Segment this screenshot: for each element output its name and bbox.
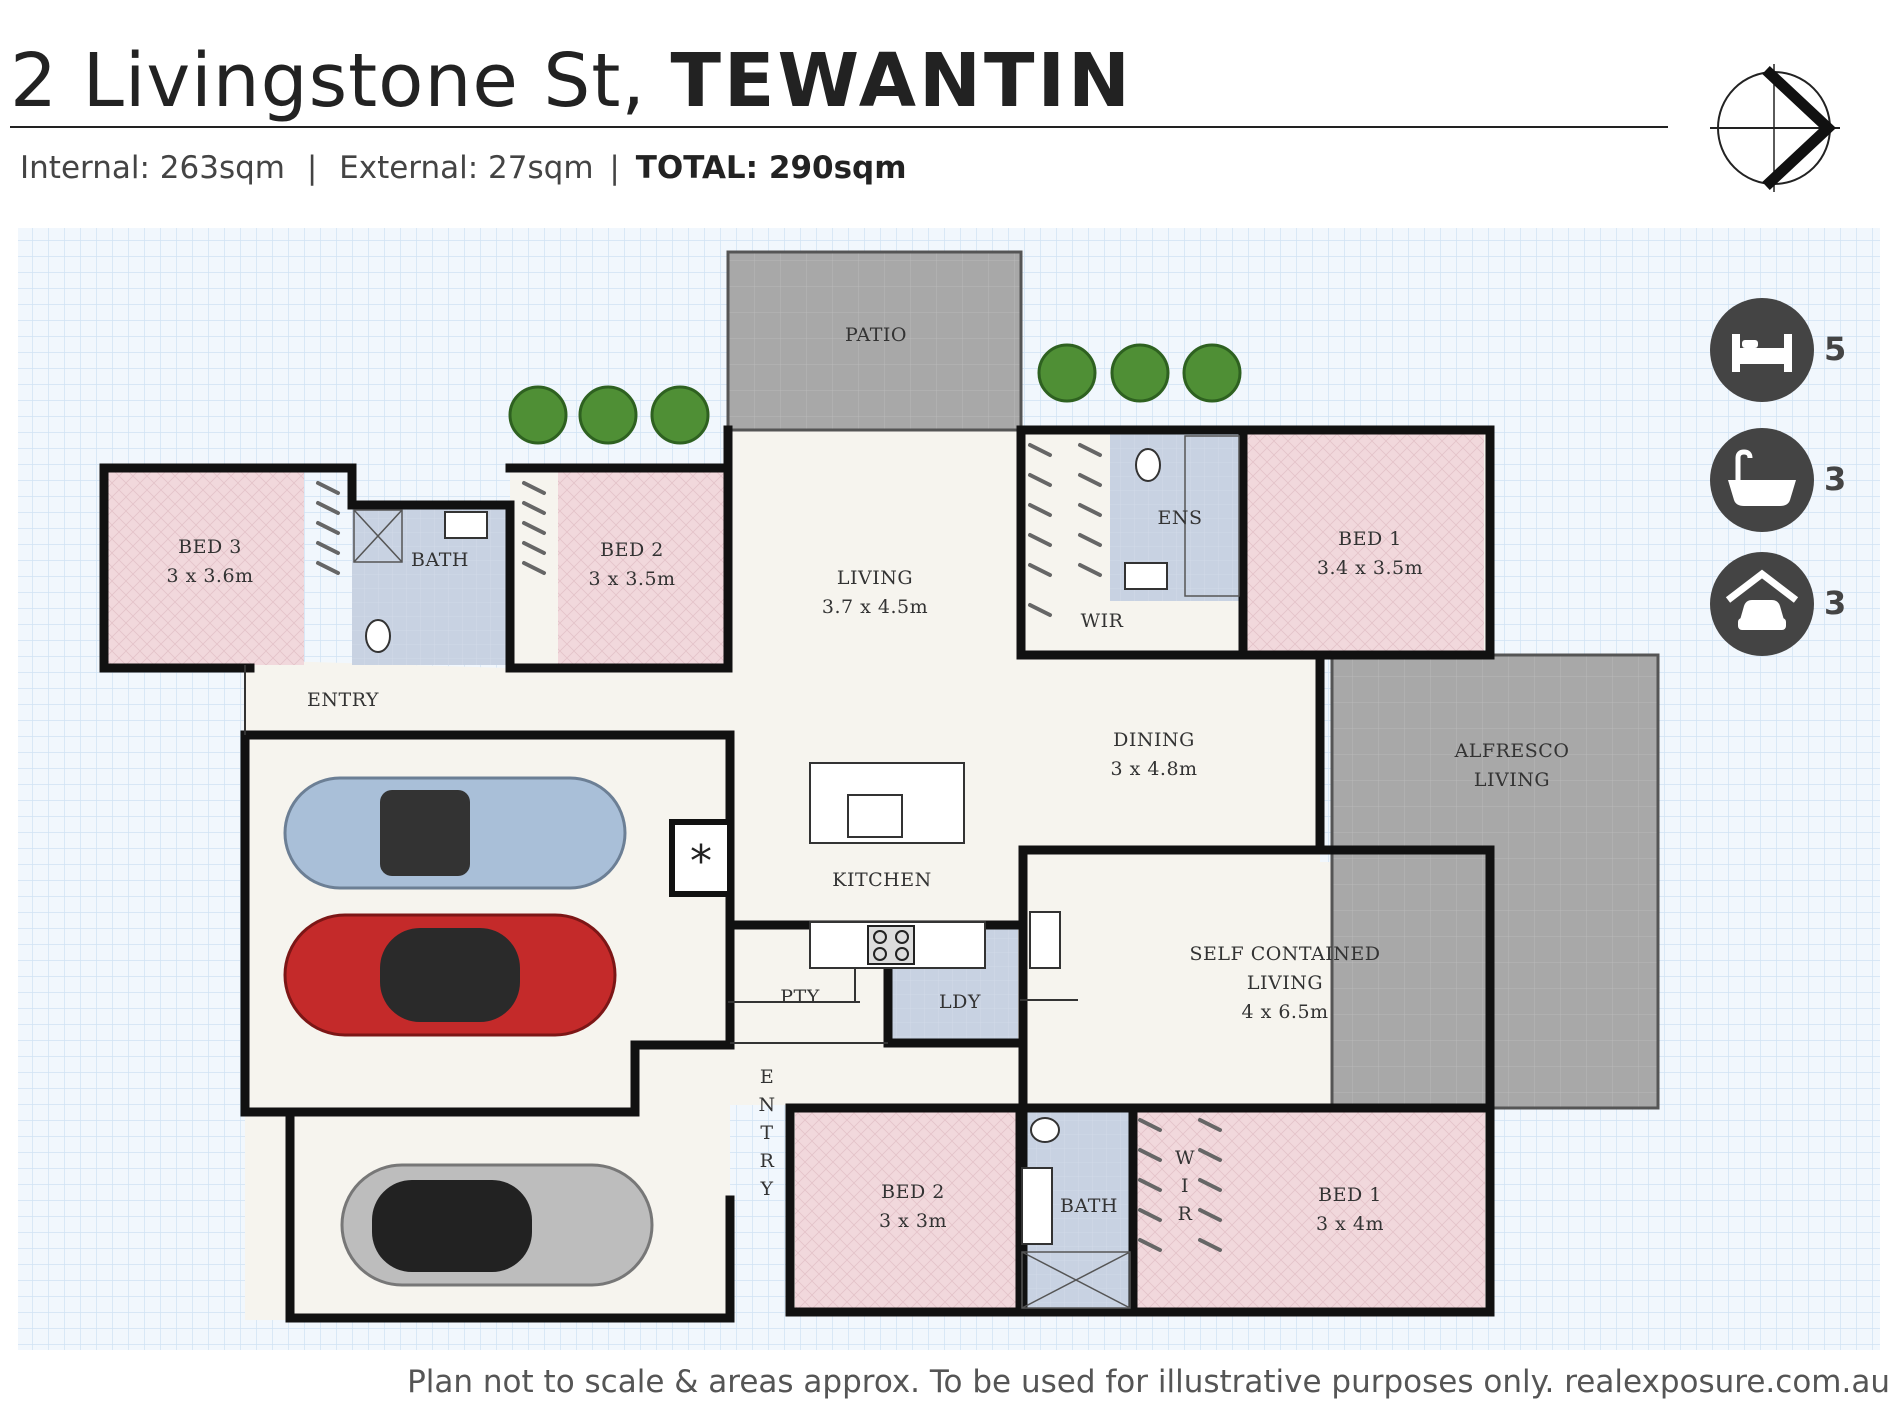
bedroom-count: 5 bbox=[1824, 330, 1847, 368]
bed1-bottom-label: BED 1 bbox=[1318, 1184, 1382, 1206]
basin-icon bbox=[444, 511, 1168, 1245]
title-underline bbox=[10, 126, 1668, 128]
patio-area bbox=[726, 250, 1023, 432]
footer-disclaimer: Plan not to scale & areas approx. To be … bbox=[407, 1364, 1890, 1400]
interior-lines bbox=[244, 665, 1078, 1044]
toilet-icon bbox=[365, 448, 1161, 1143]
living-size: 3.7 x 4.5m bbox=[822, 596, 928, 618]
wir-vertical-letter: W bbox=[1175, 1147, 1195, 1169]
wardrobe-icon bbox=[316, 443, 1222, 1252]
north-compass-icon bbox=[1710, 64, 1840, 192]
patio-label: PATIO bbox=[845, 324, 907, 346]
external-area: External: 27sqm bbox=[339, 150, 594, 186]
car-space-count: 3 bbox=[1824, 584, 1847, 622]
bathrooms-stat: 3 bbox=[1710, 428, 1880, 532]
car-icon bbox=[283, 776, 654, 1287]
area-summary: Internal: 263sqm | External: 27sqm | TOT… bbox=[20, 150, 907, 186]
alfresco-area bbox=[1330, 653, 1660, 1110]
entry-vertical-letter: Y bbox=[759, 1178, 773, 1200]
laundry-label: LDY bbox=[939, 991, 981, 1013]
bed2-top-room bbox=[558, 470, 728, 665]
wir-vertical-letter: R bbox=[1178, 1203, 1193, 1225]
self-contained-label-2: LIVING bbox=[1247, 972, 1323, 994]
dining-size: 3 x 4.8m bbox=[1110, 758, 1197, 780]
entry-vertical-letter: E bbox=[760, 1066, 774, 1088]
bathroom-count: 3 bbox=[1824, 460, 1847, 498]
dining-label: DINING bbox=[1113, 729, 1195, 751]
wir-top-label: WIR bbox=[1081, 610, 1124, 632]
entry-vertical-letter: T bbox=[760, 1122, 773, 1144]
bed3-size: 3 x 3.6m bbox=[166, 565, 253, 587]
alfresco-label-2: LIVING bbox=[1474, 769, 1550, 791]
internal-area: Internal: 263sqm bbox=[20, 150, 285, 186]
bed1-top-size: 3.4 x 3.5m bbox=[1317, 557, 1423, 579]
suburb-name: TEWANTIN bbox=[670, 38, 1133, 124]
bathtub-icon bbox=[1710, 428, 1814, 532]
cooktop-icon bbox=[867, 925, 915, 965]
page-title: 2 Livingstone St, TEWANTIN bbox=[10, 44, 1133, 118]
shower-icon bbox=[353, 435, 1240, 1309]
alfresco-label: ALFRESCO bbox=[1454, 740, 1570, 762]
street-address: 2 Livingstone St, bbox=[10, 38, 646, 124]
self-contained-size: 4 x 6.5m bbox=[1241, 1001, 1328, 1023]
bath-top-label: BATH bbox=[411, 549, 469, 571]
bed3-room bbox=[104, 470, 304, 665]
bed2-bottom-room bbox=[795, 1110, 1020, 1308]
entry-vertical-letter: N bbox=[758, 1094, 775, 1116]
bed3-label: BED 3 bbox=[178, 536, 242, 558]
bath-bottom-label: BATH bbox=[1060, 1195, 1118, 1217]
separator: | bbox=[306, 150, 318, 186]
bed2-bottom-label: BED 2 bbox=[881, 1181, 945, 1203]
bedrooms-stat: 5 bbox=[1710, 298, 1880, 402]
self-contained-label: SELF CONTAINED bbox=[1189, 943, 1380, 965]
entry-vertical-letter: R bbox=[760, 1150, 775, 1172]
bed1-bottom-room bbox=[1133, 1110, 1485, 1308]
wir-vertical-letter: I bbox=[1181, 1175, 1189, 1197]
kitchen-label: KITCHEN bbox=[832, 869, 931, 891]
heater-icon: * bbox=[669, 819, 733, 897]
pantry-label: PTY bbox=[780, 986, 820, 1008]
bed2-bottom-size: 3 x 3m bbox=[879, 1210, 947, 1232]
bed2-top-size: 3 x 3.5m bbox=[588, 568, 675, 590]
total-area: TOTAL: 290sqm bbox=[635, 150, 907, 186]
bed1-top-room bbox=[1244, 433, 1484, 651]
bed1-top-label: BED 1 bbox=[1338, 528, 1402, 550]
entry-top-label: ENTRY bbox=[307, 689, 379, 711]
living-label: LIVING bbox=[837, 567, 913, 589]
bed2-top-label: BED 2 bbox=[600, 539, 664, 561]
separator: | bbox=[609, 150, 620, 186]
svg-text:*: * bbox=[690, 836, 712, 887]
bed-icon bbox=[1710, 298, 1814, 402]
sink-icon bbox=[847, 794, 903, 838]
shrub-icon bbox=[508, 343, 1242, 445]
car-spaces-stat: 3 bbox=[1710, 552, 1880, 656]
ens-label: ENS bbox=[1157, 507, 1202, 529]
car-garage-icon bbox=[1710, 552, 1814, 656]
bed1-bottom-size: 3 x 4m bbox=[1316, 1213, 1384, 1235]
